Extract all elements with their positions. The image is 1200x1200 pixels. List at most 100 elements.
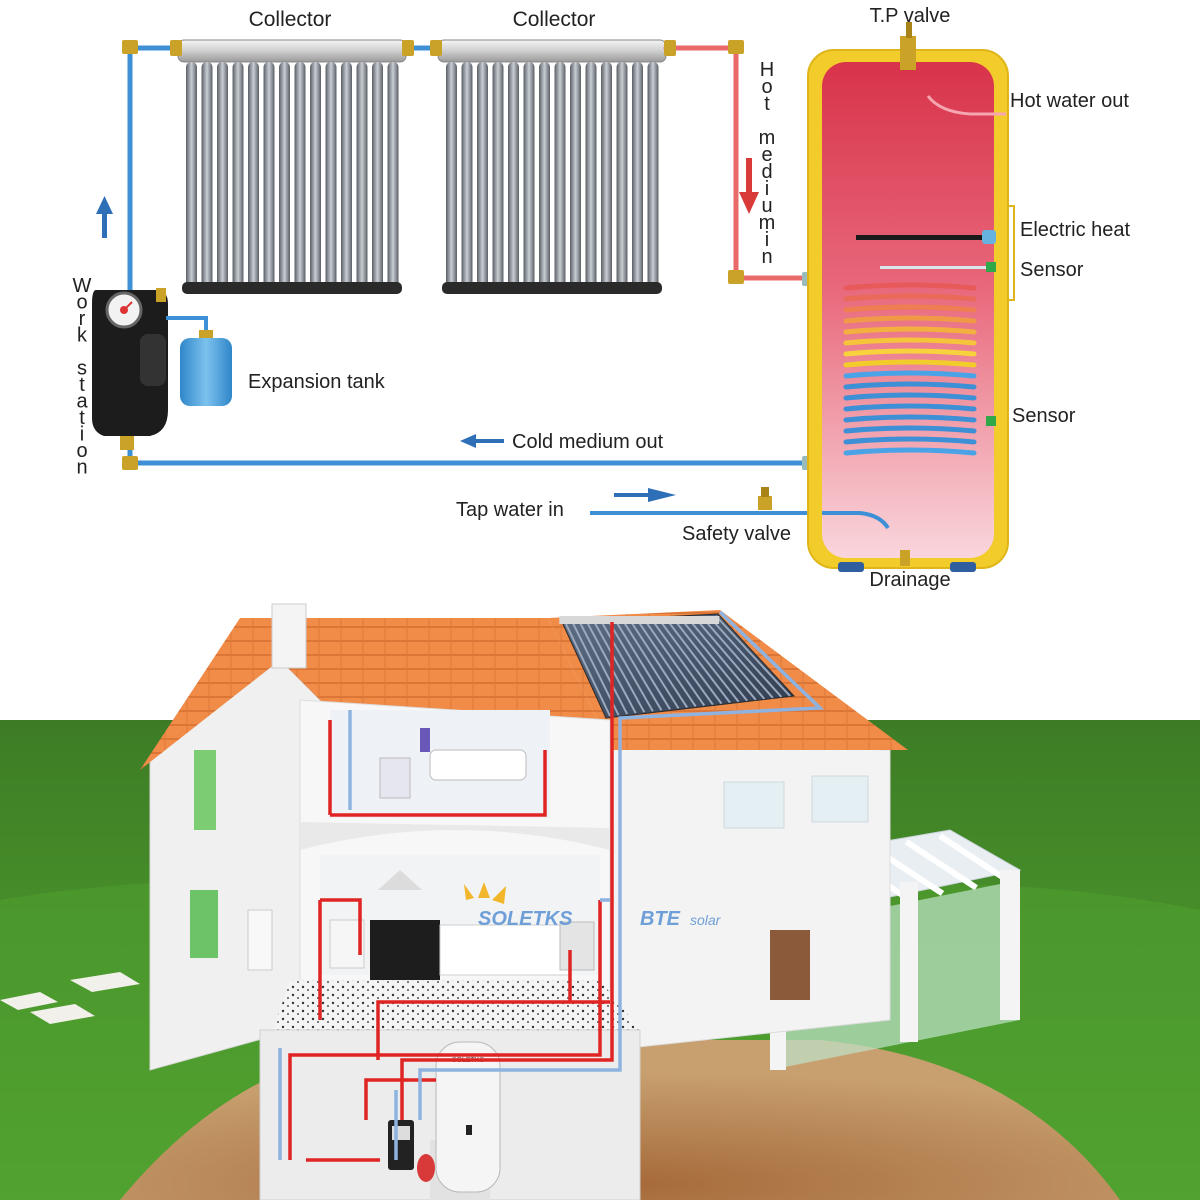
collector-tube (279, 62, 290, 288)
heat-exchanger-coil-turn (843, 392, 977, 401)
collector-tube (601, 62, 612, 288)
collector-tube (616, 62, 628, 288)
collector-tube (477, 62, 488, 288)
house-right-block (609, 739, 891, 1051)
sensor-lower-label: Sensor (1012, 405, 1076, 427)
vertical-label-letter: e (761, 144, 772, 166)
panel-tube (579, 622, 629, 715)
vertical-label-letter: o (76, 292, 87, 314)
hot-pipe-loop (663, 45, 815, 281)
panel-tube (693, 616, 766, 700)
vertical-label-letter: o (761, 76, 772, 98)
collector-right (437, 39, 667, 294)
collector-tube (294, 62, 306, 288)
cold-pipe-network (278, 610, 825, 1160)
vertical-label-letter: u (761, 195, 772, 217)
vertical-label-letter: n (761, 246, 772, 268)
electric-heat-label: Electric heat (1020, 219, 1130, 241)
schematic-svg: Collector Collector T.P valve Hot water … (73, 5, 1131, 591)
heat-exchanger-coil-turn (843, 304, 977, 313)
hot-water-out-label: Hot water out (1010, 90, 1129, 112)
panel-tube (715, 615, 791, 697)
brand-tail: solar (690, 912, 722, 928)
vertical-label-letter: r (79, 308, 86, 330)
chimney (271, 603, 307, 669)
panel-tube (636, 619, 697, 708)
house-left-block (149, 659, 331, 1071)
cold-medium-arrow (460, 434, 504, 448)
collector-tube (201, 62, 213, 288)
vertical-label-letter: k (77, 325, 88, 347)
collector-tube (492, 62, 504, 288)
heat-exchanger-coil-turn (843, 337, 977, 346)
heat-exchanger-coil-turn (843, 447, 977, 456)
collector-tube (508, 62, 519, 288)
heat-exchanger-coil-turn (843, 370, 977, 379)
collector-left (177, 39, 407, 294)
collector-tube (217, 62, 228, 288)
solar-panel (559, 613, 796, 719)
collector-tube (325, 62, 337, 288)
vertical-label-letter: s (77, 358, 87, 380)
panel-tube (665, 618, 731, 704)
vertical-label-letter: o (76, 440, 87, 462)
expansion-tank-label: Expansion tank (248, 371, 386, 393)
range-cooker (370, 920, 440, 980)
panel-tube (650, 618, 714, 706)
panel-tube (708, 615, 783, 698)
tap-water-arrow (614, 488, 676, 502)
work-station (92, 288, 168, 450)
house-svg: SOLETKS SOLETKS BTE solar (0, 600, 1200, 1200)
vertical-label-letter: i (765, 178, 769, 200)
stepping-stones (0, 972, 140, 1024)
collector-tube (248, 62, 259, 288)
collector-tube (263, 62, 275, 288)
vertical-label-letter: t (79, 374, 85, 396)
panel-tube (643, 619, 706, 707)
safety-valve (758, 487, 772, 510)
collector-tube (372, 62, 383, 288)
collector-left-label: Collector (249, 8, 332, 31)
safety-valve-label: Safety valve (682, 523, 791, 545)
storage-tank (807, 22, 1015, 572)
vertical-label-letter: m (759, 127, 776, 149)
cold-medium-out-label: Cold medium out (512, 431, 664, 453)
heat-exchanger-coil-turn (843, 359, 977, 368)
drainage-label: Drainage (869, 569, 950, 591)
tp-valve-label: T.P valve (870, 5, 951, 27)
collector-tube (387, 62, 399, 288)
vertical-label-letter: i (80, 424, 84, 446)
brand-name: SOLETKS (478, 908, 573, 930)
heat-exchanger-coil-turn (843, 348, 977, 357)
heat-exchanger-coil-turn (843, 326, 977, 335)
collector-tube (632, 62, 643, 288)
panel-tube (700, 616, 774, 699)
brand-watermark: SOLETKS BTE solar (464, 882, 722, 930)
vertical-label-letter: t (79, 407, 85, 429)
heat-exchanger-coil-turn (843, 403, 977, 412)
collector-tube (585, 62, 597, 288)
flow-up-arrow (96, 196, 113, 238)
heat-exchanger-coil-turn (843, 315, 977, 324)
heat-exchanger-coil-turn (843, 293, 977, 302)
vertical-label-letter: a (76, 391, 88, 413)
vertical-label-letter: n (76, 457, 87, 479)
heat-exchanger-coil-turn (843, 381, 977, 390)
vertical-label-letter: W (73, 275, 92, 297)
collector-tube (232, 62, 244, 288)
vertical-label-letter: d (761, 161, 772, 183)
collector-tube (539, 62, 550, 288)
panel-tube (593, 621, 646, 713)
hot-medium-arrow (739, 158, 759, 214)
expansion-tank (180, 330, 232, 406)
collector-right-label: Collector (513, 8, 596, 31)
house-illustration: SOLETKS SOLETKS BTE solar (0, 600, 1200, 1200)
collector-tube (341, 62, 352, 288)
panel-tube (629, 620, 688, 708)
panel-tube (622, 620, 680, 709)
pergola-slat (904, 839, 978, 891)
collector-tube (356, 62, 368, 288)
heat-exchanger-coil-turn (843, 425, 977, 434)
